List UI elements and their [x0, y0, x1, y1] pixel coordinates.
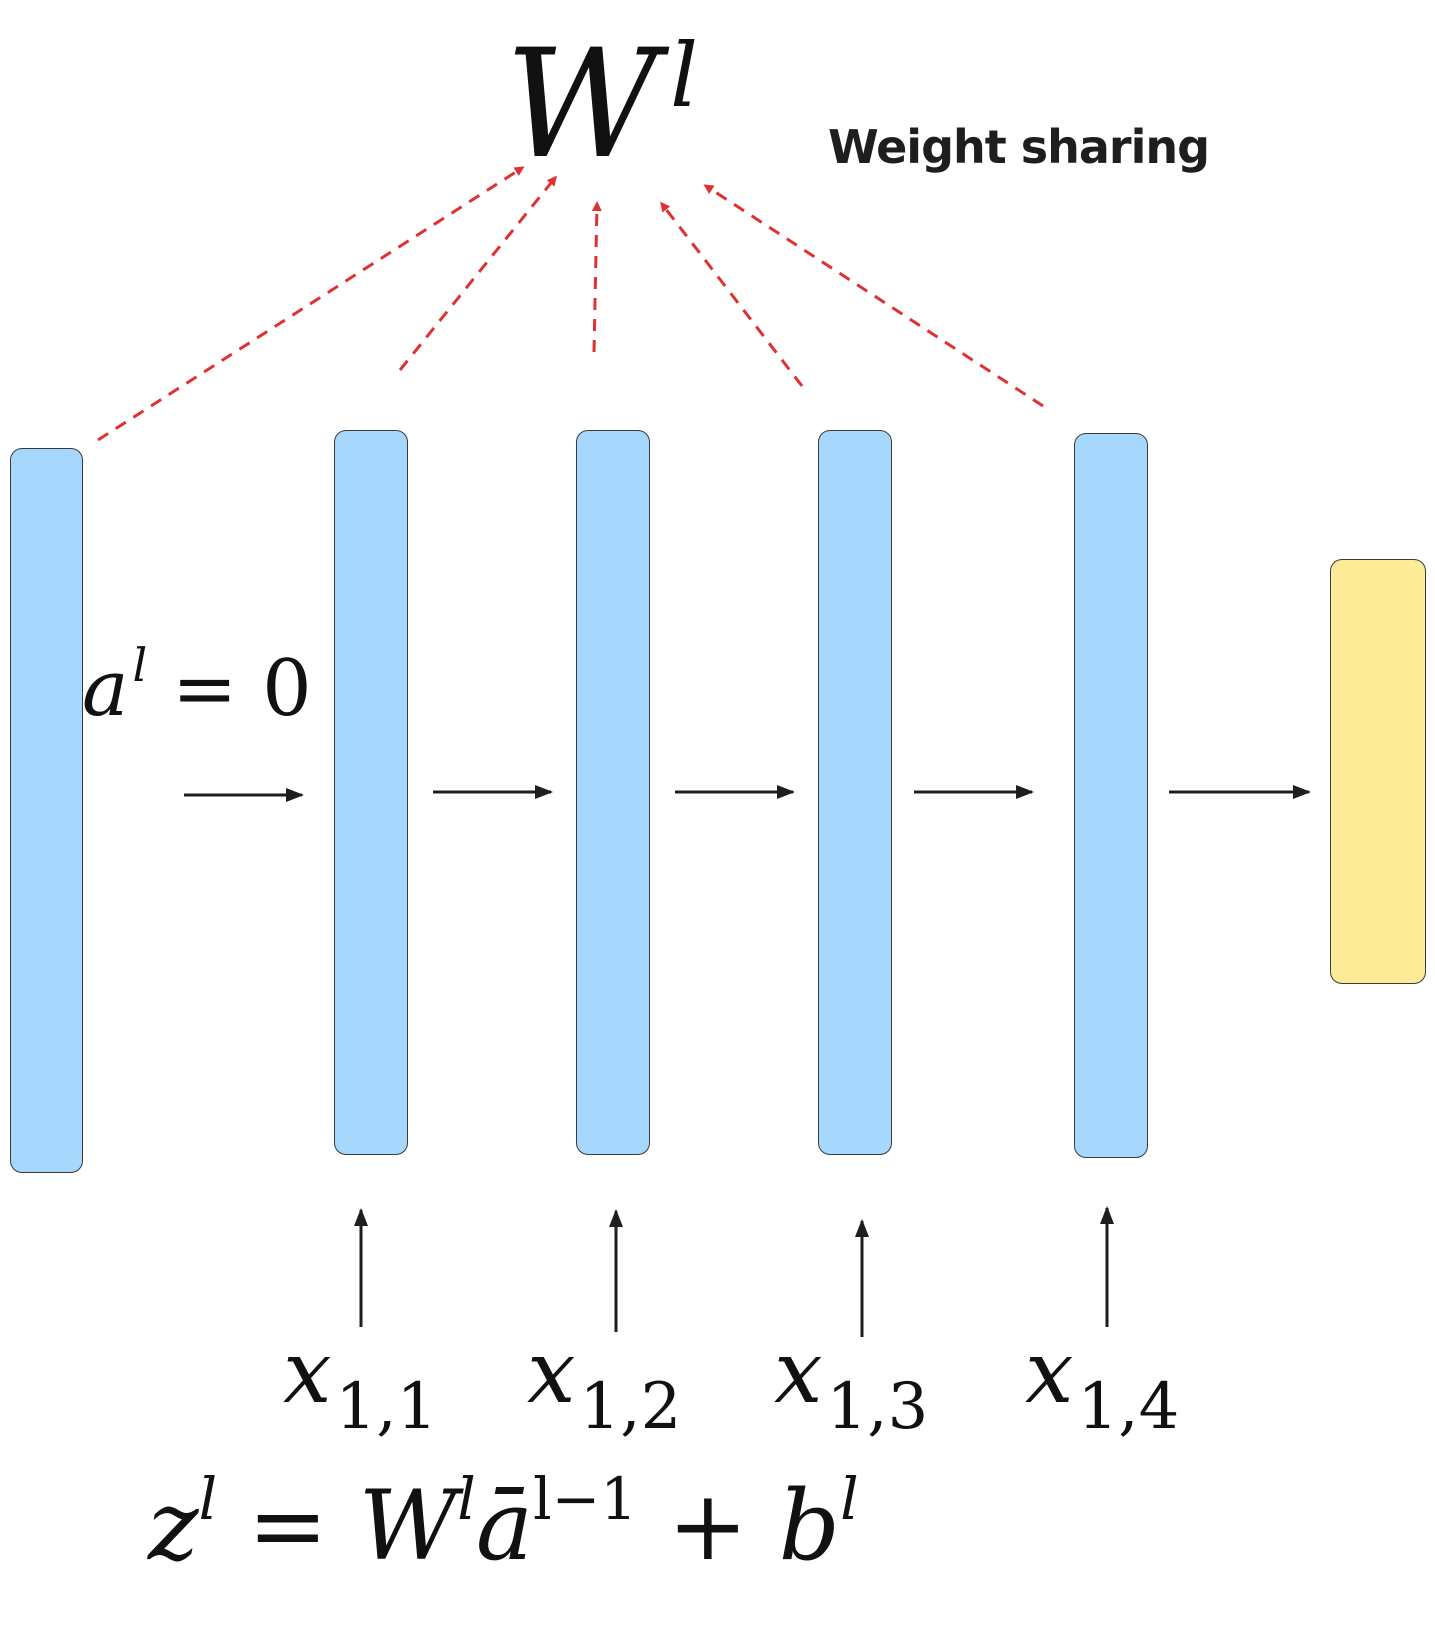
- hidden-state-bar-2: [576, 430, 650, 1155]
- input-label-1: x1,1: [283, 1323, 438, 1444]
- output-bar: [1330, 559, 1426, 984]
- weight-arrow-2: [398, 175, 557, 371]
- recurrent-arrows: [184, 785, 1311, 802]
- weight-arrow-1: [97, 166, 525, 442]
- hidden-state-bar-4: [1074, 433, 1148, 1158]
- weight-arrow-4: [660, 201, 804, 387]
- weight-arrow-3: [591, 201, 602, 353]
- hidden-state-bar-3: [818, 430, 892, 1155]
- weight-arrow-5: [703, 184, 1044, 408]
- input-label-2: x1,2: [527, 1323, 682, 1444]
- initial-state-bar: [10, 448, 83, 1173]
- hidden-state-bar-1: [334, 430, 408, 1155]
- recurrence-equation: zl = Wlāl−1 + bl: [148, 1465, 859, 1582]
- input-label-3: x1,3: [774, 1323, 929, 1444]
- weight-sharing-arrows: [97, 166, 1044, 442]
- weight-layer-index: l: [670, 24, 699, 127]
- initial-state-label: al = 0: [82, 638, 312, 734]
- weight-sharing-label: Weight sharing: [828, 120, 1210, 174]
- input-arrows: [354, 1206, 1114, 1337]
- weight-symbol: W: [505, 18, 660, 192]
- input-label-4: x1,4: [1025, 1323, 1180, 1444]
